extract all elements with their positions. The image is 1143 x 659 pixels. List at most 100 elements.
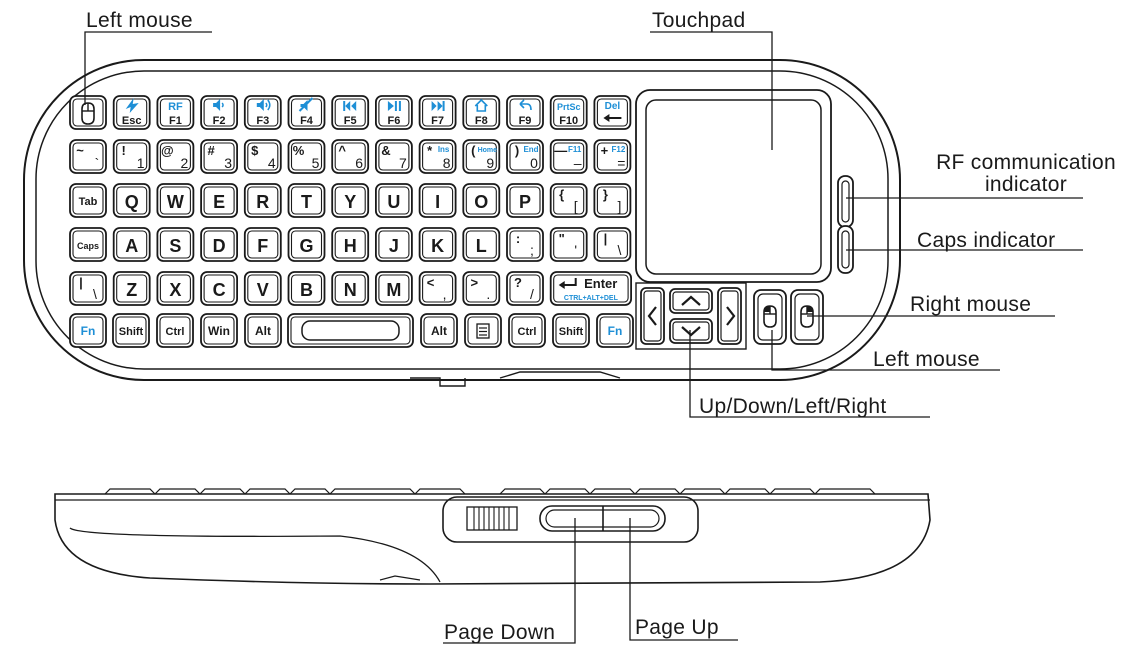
key-k[interactable]: K [418, 227, 457, 262]
key-face[interactable] [290, 274, 323, 303]
key-face[interactable] [72, 186, 104, 215]
key-cap[interactable] [593, 183, 632, 218]
key-row2-4[interactable]: $4 [243, 139, 282, 174]
key-face[interactable] [509, 98, 541, 127]
key-row6-7[interactable] [464, 313, 502, 348]
key-face[interactable] [290, 142, 323, 171]
key-face[interactable] [290, 98, 323, 127]
key-face[interactable] [72, 316, 104, 345]
key-i[interactable]: I [418, 183, 457, 218]
key-cap[interactable] [462, 183, 501, 218]
key-row2-11[interactable]: —–F11 [549, 139, 588, 174]
key-cap[interactable] [243, 95, 282, 130]
key-face[interactable] [247, 186, 279, 215]
key-cap[interactable] [156, 313, 194, 348]
key-y[interactable]: Y [331, 183, 370, 218]
key-row6-8[interactable]: Ctrl [508, 313, 546, 348]
key-f[interactable]: F [243, 227, 282, 262]
key-row5-7[interactable]: M [374, 271, 413, 306]
key-face[interactable] [290, 230, 323, 259]
key-face[interactable] [422, 142, 454, 171]
key-cap[interactable] [156, 227, 195, 262]
key-cap[interactable] [462, 271, 501, 306]
key-cap[interactable] [374, 139, 413, 174]
key-cap[interactable] [374, 183, 413, 218]
key-face[interactable] [465, 230, 497, 259]
key-row4-11[interactable]: "' [549, 227, 588, 262]
key-row6-2[interactable]: Ctrl [156, 313, 194, 348]
key-cap[interactable] [200, 313, 238, 348]
key-cap[interactable] [418, 271, 457, 306]
key-cap[interactable] [200, 139, 239, 174]
key-face[interactable] [203, 142, 235, 171]
key-face[interactable] [116, 186, 148, 215]
key-row1-12[interactable]: Del [593, 95, 632, 130]
key-row2-5[interactable]: %5 [287, 139, 326, 174]
key-face[interactable] [422, 274, 454, 303]
key-cap[interactable] [331, 183, 370, 218]
key-face[interactable] [596, 186, 628, 215]
key-row5-5[interactable]: B [287, 271, 326, 306]
key-cap[interactable] [69, 139, 107, 174]
key-cap[interactable] [287, 313, 414, 348]
key-face[interactable] [465, 142, 497, 171]
key-face[interactable] [509, 142, 541, 171]
key-w[interactable]: W [156, 183, 195, 218]
key-row2-7[interactable]: &7 [374, 139, 413, 174]
key-r[interactable]: R [243, 183, 282, 218]
key-h[interactable]: H [331, 227, 370, 262]
key-row1-1[interactable]: Esc [112, 95, 151, 130]
key-cap[interactable] [549, 95, 588, 130]
key-q[interactable]: Q [112, 183, 151, 218]
arrow-up-key[interactable] [669, 288, 713, 314]
key-cap[interactable] [552, 313, 590, 348]
key-cap[interactable] [287, 139, 326, 174]
key-row5-9[interactable]: >. [462, 271, 501, 306]
key-face[interactable] [465, 274, 497, 303]
key-row1-8[interactable]: F7 [418, 95, 457, 130]
key-a[interactable]: A [112, 227, 151, 262]
key-face[interactable] [247, 230, 279, 259]
key-row1-9[interactable]: F8 [462, 95, 501, 130]
key-face[interactable] [509, 230, 541, 259]
key-row5-0[interactable]: |\ [69, 271, 107, 306]
key-cap[interactable] [508, 313, 546, 348]
key-face[interactable] [72, 230, 104, 259]
key-cap[interactable] [287, 227, 326, 262]
key-row4-12[interactable]: |\ [593, 227, 632, 262]
key-face[interactable] [553, 230, 585, 259]
key-row3-0[interactable]: Tab [69, 183, 107, 218]
key-face[interactable] [422, 186, 454, 215]
key-row5-3[interactable]: C [200, 271, 239, 306]
key-row5-6[interactable]: N [331, 271, 370, 306]
key-face[interactable] [247, 98, 279, 127]
key-face[interactable] [290, 186, 323, 215]
key-row2-12[interactable]: +=F12 [593, 139, 632, 174]
key-space[interactable] [287, 313, 414, 348]
key-cap[interactable] [244, 313, 282, 348]
key-cap[interactable] [506, 271, 544, 306]
key-cap[interactable] [374, 227, 413, 262]
key-cap[interactable] [243, 227, 282, 262]
key-cap[interactable] [418, 95, 457, 130]
left-mouse-button[interactable] [753, 289, 787, 345]
key-face[interactable] [467, 316, 499, 345]
key-cap[interactable] [462, 227, 501, 262]
key-face[interactable] [509, 186, 541, 215]
key-cap[interactable] [331, 139, 370, 174]
key-cap[interactable] [200, 271, 239, 306]
key-cap[interactable] [331, 227, 370, 262]
key-cap[interactable] [593, 139, 632, 174]
key-face[interactable] [334, 274, 366, 303]
key-face[interactable] [116, 274, 148, 303]
key-cap[interactable] [331, 271, 370, 306]
key-cap[interactable] [243, 271, 282, 306]
key-row2-2[interactable]: @2 [156, 139, 195, 174]
key-row2-6[interactable]: ^6 [331, 139, 370, 174]
key-cap[interactable] [200, 183, 239, 218]
key-face[interactable] [203, 186, 235, 215]
key-face[interactable] [203, 230, 235, 259]
key-row5-8[interactable]: <, [418, 271, 457, 306]
